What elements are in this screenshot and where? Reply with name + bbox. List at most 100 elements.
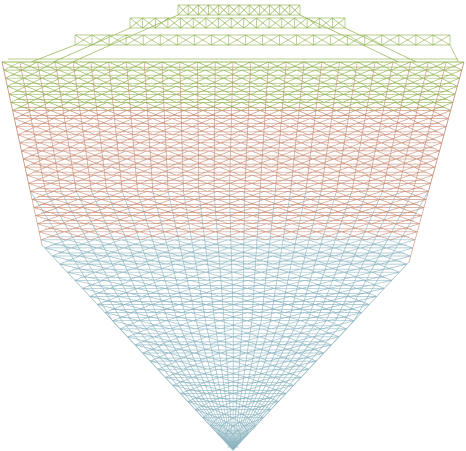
lattice-brace — [64, 158, 87, 168]
lattice-brace — [79, 142, 102, 152]
lattice-brace — [219, 320, 247, 330]
lattice-brace — [426, 126, 445, 136]
lattice-brace — [406, 126, 425, 136]
lattice-brace — [306, 93, 325, 103]
lattice-brace — [303, 344, 324, 354]
lattice-cap-brace — [296, 34, 314, 46]
lattice-brace — [342, 174, 364, 184]
lattice-cap-brace — [108, 34, 127, 46]
lattice-brace — [88, 110, 109, 119]
lattice-brace — [264, 190, 288, 200]
lattice-cap-brace — [259, 4, 270, 16]
lattice-brace — [89, 231, 116, 241]
lattice-brace — [262, 166, 284, 176]
lattice-brace — [64, 231, 91, 241]
lattice-strut — [232, 320, 243, 451]
lattice-strut — [307, 191, 353, 321]
lattice-brace — [380, 93, 398, 103]
lattice-cap-brace — [279, 34, 297, 46]
lattice-brace — [348, 166, 369, 176]
lattice-brace — [368, 223, 393, 233]
lattice-brace — [379, 199, 402, 208]
lattice-brace — [164, 223, 191, 233]
lattice-brace — [95, 69, 115, 79]
lattice-brace — [362, 93, 380, 103]
lattice-strut — [54, 61, 77, 192]
lattice-brace — [431, 110, 449, 119]
lattice-brace — [259, 393, 279, 402]
lattice-cap-slope — [449, 44, 459, 63]
lattice-brace — [307, 247, 334, 257]
lattice-brace — [343, 93, 361, 103]
lattice-strut — [336, 61, 358, 192]
lattice-brace — [413, 166, 434, 176]
lattice-brace — [204, 215, 229, 225]
lattice-brace — [73, 118, 95, 128]
lattice-brace — [275, 344, 299, 354]
lattice-brace — [202, 102, 223, 111]
lattice-brace — [317, 110, 336, 119]
lattice-brace — [209, 158, 231, 168]
lattice-brace — [360, 247, 386, 257]
lattice-brace — [98, 134, 121, 144]
lattice-brace — [334, 279, 358, 289]
lattice-brace — [73, 182, 97, 192]
lattice-brace — [146, 263, 179, 273]
lattice-brace — [240, 231, 266, 241]
lattice-brace — [254, 239, 282, 249]
lattice-brace — [393, 223, 418, 233]
lattice-brace — [220, 134, 241, 144]
lattice-brace — [373, 215, 396, 225]
lattice-brace — [64, 93, 85, 103]
lattice-cap-brace — [187, 4, 199, 16]
lattice-brace — [401, 142, 420, 152]
lattice-brace — [68, 102, 89, 111]
lattice-brace — [382, 85, 400, 95]
lattice-cap-brace — [142, 17, 156, 29]
lattice-brace — [368, 77, 386, 87]
lattice-brace — [144, 61, 163, 71]
lattice-brace — [202, 110, 223, 119]
lattice-brace — [263, 199, 287, 208]
lattice-brace — [381, 190, 404, 200]
lattice-brace — [253, 207, 278, 216]
lattice-brace — [175, 166, 198, 176]
lattice-brace — [397, 150, 417, 160]
lattice-brace — [363, 85, 381, 95]
lattice-brace — [271, 344, 304, 354]
lattice-brace — [348, 126, 367, 136]
lattice-brace — [342, 134, 362, 144]
lattice-brace — [316, 231, 341, 241]
lattice-brace — [391, 231, 416, 241]
lattice-brace — [273, 320, 297, 330]
lattice-brace — [191, 344, 221, 354]
lattice-brace — [298, 110, 317, 119]
lattice-cap-slope — [72, 14, 179, 63]
lattice-brace — [273, 376, 294, 386]
lattice-strut — [297, 191, 337, 321]
lattice-strut — [213, 61, 216, 192]
lattice-brace — [161, 279, 193, 289]
lattice-brace — [171, 199, 195, 208]
lattice-brace — [272, 255, 301, 265]
lattice-brace — [278, 69, 297, 79]
lattice-brace — [362, 134, 382, 144]
lattice-brace — [259, 77, 278, 87]
lattice-brace — [361, 239, 387, 249]
lattice-brace — [274, 182, 296, 192]
lattice-brace — [70, 247, 104, 257]
lattice-brace — [388, 239, 414, 249]
lattice-strut — [232, 320, 290, 451]
lattice-brace — [135, 344, 169, 354]
lattice-brace — [63, 150, 86, 160]
lattice-brace — [287, 93, 306, 103]
lattice-brace — [240, 142, 261, 152]
lattice-brace — [233, 304, 260, 313]
lattice-brace — [83, 93, 104, 103]
lattice-cap-brace — [289, 4, 301, 16]
lattice-brace — [326, 207, 350, 216]
lattice-brace — [356, 102, 375, 111]
lattice-strut — [106, 191, 160, 321]
lattice-brace — [233, 271, 260, 281]
lattice-brace — [188, 158, 210, 168]
